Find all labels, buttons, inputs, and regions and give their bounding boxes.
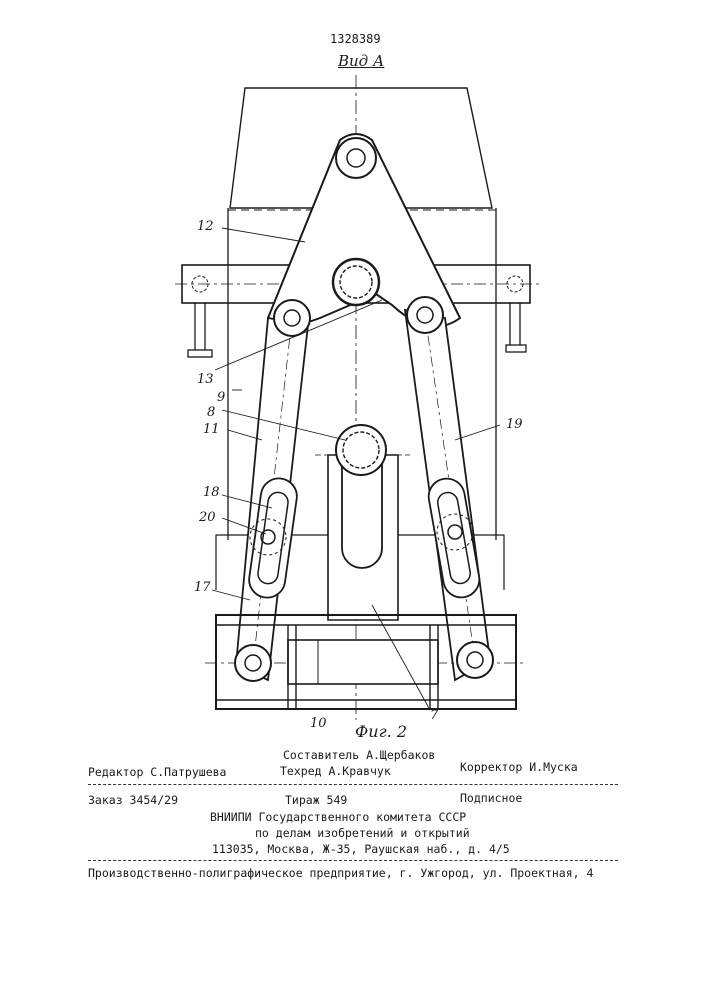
- proofreader-line: Корректор И.Муска: [460, 760, 578, 774]
- subscription-line: Подписное: [460, 791, 522, 805]
- label-9: 9: [217, 390, 225, 405]
- label-12: 12: [197, 219, 214, 234]
- right-lower-pivot-outer: [457, 642, 493, 678]
- label-10: 10: [310, 716, 327, 731]
- leader-12: [222, 228, 305, 242]
- left-lower-pivot-outer: [235, 645, 271, 681]
- order-line: Заказ 3454/29: [88, 793, 178, 807]
- figure-caption: Фиг. 2: [355, 722, 407, 741]
- org-line-2: по делам изобретений и открытий: [255, 826, 470, 840]
- divider-bottom: [88, 860, 618, 861]
- label-20: 20: [199, 510, 216, 525]
- label-13: 13: [197, 372, 214, 387]
- label-18: 18: [203, 485, 220, 500]
- left-upper-pivot-outer: [274, 300, 310, 336]
- circulation-line: Тираж 549: [285, 793, 347, 807]
- bolt-left-head: [188, 350, 212, 357]
- label-7: 7: [430, 708, 438, 723]
- techred-line: Техред А.Кравчук: [280, 764, 391, 778]
- leader-19: [455, 425, 500, 440]
- label-8: 8: [207, 405, 215, 420]
- right-upper-pivot-outer: [407, 297, 443, 333]
- apex-pivot-outer: [336, 138, 376, 178]
- compiler-line: Составитель А.Щербаков: [283, 748, 435, 762]
- technical-drawing: [0, 0, 707, 740]
- divider-top: [88, 784, 618, 785]
- editor-line: Редактор С.Патрушева: [88, 765, 226, 779]
- label-11: 11: [203, 422, 220, 437]
- org-line-3: 113035, Москва, Ж-35, Раушская наб., д. …: [212, 842, 510, 856]
- label-17: 17: [194, 580, 211, 595]
- org-line-1: ВНИИПИ Государственного комитета СССР: [210, 810, 466, 824]
- roller: [288, 640, 438, 684]
- label-19: 19: [506, 417, 523, 432]
- bolt-right-head: [506, 345, 526, 352]
- printer-line: Производственно-полиграфическое предприя…: [88, 866, 593, 880]
